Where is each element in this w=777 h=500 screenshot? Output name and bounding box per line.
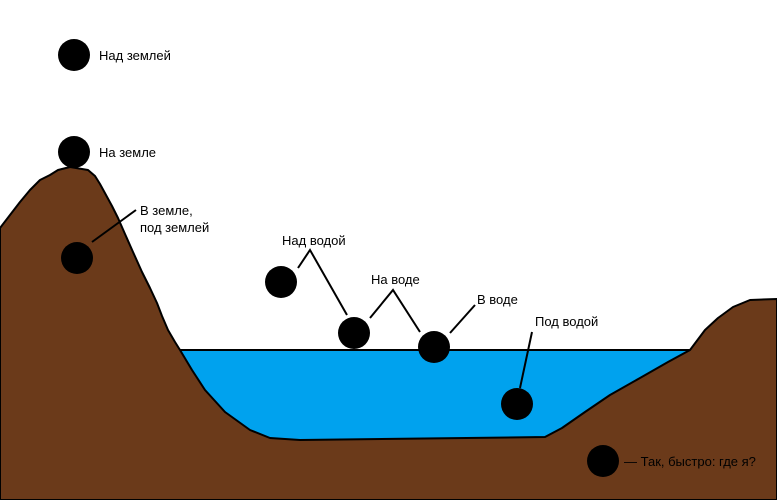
label-quiz: — Так, быстро: где я? [624,454,756,469]
lake-water [180,350,690,440]
label-on-water: На воде [371,272,420,287]
ball-under-water [501,388,533,420]
pointer-in-ground [91,209,137,243]
ball-above-water [265,266,297,298]
label-in-ground-line2: под землей [140,220,209,235]
pointer-under-water [519,331,533,389]
label-under-water: Под водой [535,314,598,329]
ball-quiz [587,445,619,477]
pointer-on-water [369,288,421,333]
ball-in-water [418,331,450,363]
label-above-ground: Над землей [99,48,171,63]
ball-in-ground [61,242,93,274]
pointer-above-water [297,248,348,316]
pointer-in-water [449,304,476,334]
ball-above-ground [58,39,90,71]
label-in-ground-line1: В земле, [140,203,193,218]
label-above-water: Над водой [282,233,346,248]
ground-terrain [0,166,777,500]
label-on-ground: На земле [99,145,156,160]
label-in-water: В воде [477,292,518,307]
ball-on-ground [58,136,90,168]
ball-on-water [338,317,370,349]
